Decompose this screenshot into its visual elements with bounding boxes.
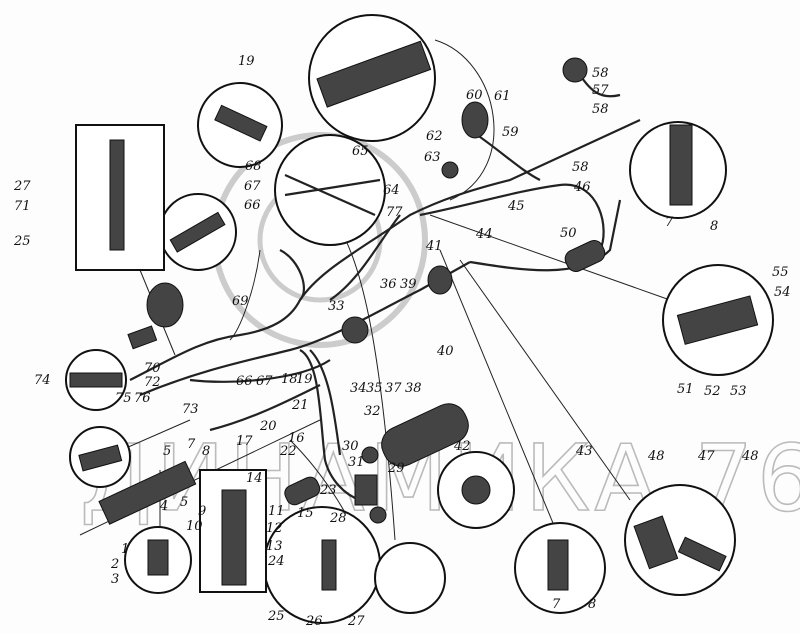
label: 35 [366,381,383,396]
label: 16 [288,431,305,446]
label: 11 [268,504,285,519]
label: 54 [774,285,791,300]
label: 53 [730,384,747,399]
label: 36 [380,277,397,292]
label: 40 [436,344,454,359]
label: 8 [588,597,596,612]
label: 15 [297,506,314,521]
label: 5 [180,495,188,510]
components [98,57,606,525]
label: 69 [232,294,249,309]
label: 58 [572,160,589,175]
label: 61 [494,89,511,104]
label: 2 [110,557,119,572]
label: 19 [296,372,313,387]
label: 12 [266,521,283,536]
label: 58 [592,66,609,81]
label: 38 [405,381,422,396]
label: 58 [592,102,609,117]
label: 74 [34,373,51,388]
label: 28 [329,511,347,526]
label: 71 [14,199,31,214]
inset-detail-64-68 [274,134,386,246]
label: 25 [13,234,31,249]
label: 51 [677,382,694,397]
label: 72 [144,375,161,390]
label: 37 [385,381,402,396]
label: 26 [305,614,323,629]
label: 66 [236,374,253,389]
label: 64 [383,183,400,198]
label: 14 [246,471,263,486]
label: 75 [115,391,132,406]
label: 65 [352,144,369,159]
label: 13 [266,539,283,554]
label: 68 [245,159,262,174]
label: 67 [256,374,273,389]
label: 23 [319,483,337,498]
label: 7 [187,437,196,452]
label: 52 [704,384,721,399]
label: 8 [710,219,718,234]
label: 77 [386,205,403,220]
label: 60 [466,88,483,103]
label: 30 [342,439,359,454]
label: 41 [425,239,443,254]
label: 29 [387,461,405,476]
label: 4 [159,499,168,514]
label: 19 [238,54,255,69]
label: 73 [182,402,199,417]
label: 46 [573,180,591,195]
label: 3 [111,572,119,587]
label: 45 [507,199,525,214]
label: 70 [144,361,161,376]
label: 9 [198,504,206,519]
label: 31 [348,455,365,470]
label: 7 [665,215,674,230]
label: 59 [502,125,519,140]
label: 18 [281,372,298,387]
label: 57 [592,83,609,98]
part-labels: 19 68 65 67 66 64 77 60 61 62 63 59 58 5… [13,54,791,629]
label: 8 [202,444,210,459]
label: 25 [267,609,285,624]
label: 55 [772,265,789,280]
label: 43 [575,444,593,459]
label: 32 [364,404,381,419]
label: 17 [236,434,253,449]
label: 20 [259,419,277,434]
inset-hose [374,542,446,614]
label: 33 [328,299,345,314]
label: 22 [279,444,297,459]
label: 27 [13,179,31,194]
detail-insets [65,14,774,624]
label: 27 [347,614,365,629]
label: 44 [475,227,493,242]
label: 42 [453,439,471,454]
label: 34 [350,381,367,396]
label: 67 [244,179,261,194]
label: 48 [741,449,759,464]
label: 21 [291,398,309,413]
label: 24 [267,554,285,569]
label: 62 [426,129,443,144]
label: 47 [697,449,715,464]
label: 5 [163,444,171,459]
label: 66 [244,198,261,213]
label: 1 [121,542,129,557]
label: 39 [400,277,417,292]
label: 7 [552,597,561,612]
label: 50 [560,226,577,241]
label: 76 [134,391,151,406]
label: 10 [186,519,203,534]
label: 63 [424,150,441,165]
label: 48 [647,449,665,464]
